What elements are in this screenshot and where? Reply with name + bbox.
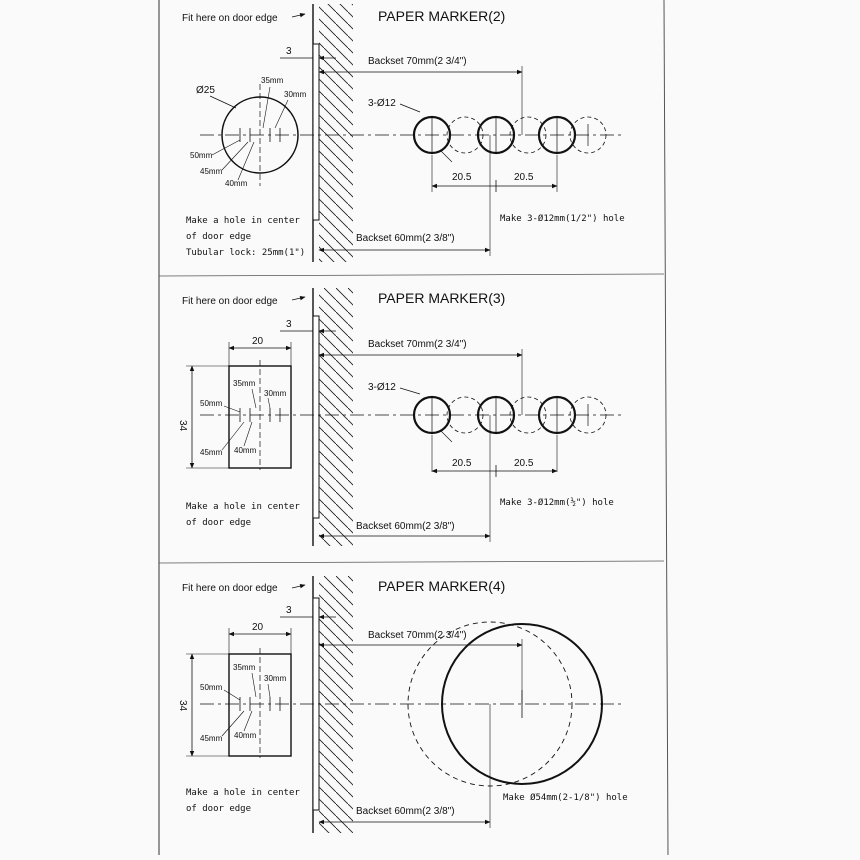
- bore-hole-solid-circle: [441, 623, 603, 785]
- holes-label: 3-Ø12: [368, 98, 396, 109]
- door-hatch: [319, 4, 353, 262]
- dist-45-label: 45mm: [200, 167, 223, 176]
- holes-label: 3-Ø12: [368, 382, 396, 393]
- backset-70-label: Backset 70mm(2 3/4"): [368, 56, 467, 67]
- door-edge-plate: [312, 43, 320, 221]
- note-line-2: of door edge: [186, 518, 251, 528]
- hole-diameter-label: Ø25: [196, 85, 215, 96]
- bore-hole-dashed-circle: [407, 621, 573, 787]
- hole-dashed: [569, 116, 607, 154]
- fold-line-1: [158, 273, 665, 277]
- hole-solid: [476, 395, 516, 435]
- dist-40-label: 40mm: [234, 731, 257, 740]
- hole-instruction: Make 3-Ø12mm(1/2") hole: [500, 213, 625, 224]
- fit-here-label: Fit here on door edge: [182, 583, 278, 594]
- hole-solid: [476, 115, 516, 155]
- hole-dashed: [509, 116, 547, 154]
- rect-width-label: 20: [252, 622, 264, 633]
- fit-here-label: Fit here on door edge: [182, 296, 278, 307]
- rect-height-label: 34: [177, 700, 188, 712]
- hole-dashed: [446, 396, 484, 434]
- edge-offset-label: 3: [286, 46, 292, 57]
- hole-solid: [537, 395, 577, 435]
- door-hatch: [319, 576, 353, 833]
- hole-dashed: [509, 396, 547, 434]
- dist-50-label: 50mm: [200, 683, 223, 692]
- dist-50-label: 50mm: [200, 399, 223, 408]
- door-edge-plate: [312, 315, 320, 519]
- dist-50-label: 50mm: [190, 151, 213, 160]
- paper-marker-2: PAPER MARKER(2) Fit here on door edge 3 …: [182, 4, 625, 262]
- rect-height-label: 34: [177, 420, 188, 432]
- spacing-b-label: 20.5: [514, 172, 534, 183]
- backset-60-label: Backset 60mm(2 3/8"): [356, 521, 455, 532]
- dist-45-label: 45mm: [200, 734, 223, 743]
- backset-60-label: Backset 60mm(2 3/8"): [356, 806, 455, 817]
- dist-30-label: 30mm: [284, 90, 307, 99]
- dist-35-label: 35mm: [233, 379, 256, 388]
- note-line-2: of door edge: [186, 232, 251, 242]
- door-hatch: [319, 288, 353, 546]
- note-line-1: Make a hole in center: [186, 788, 300, 798]
- dist-40-label: 40mm: [225, 179, 248, 188]
- hole-solid: [412, 395, 452, 435]
- dist-35-label: 35mm: [261, 76, 284, 85]
- dist-30-label: 30mm: [264, 389, 287, 398]
- hole-dashed: [446, 116, 484, 154]
- note-line-1: Make a hole in center: [186, 502, 300, 512]
- dist-35-label: 35mm: [233, 663, 256, 672]
- paper-marker-4: PAPER MARKER(4) Fit here on door edge 3 …: [177, 576, 628, 833]
- dist-45-label: 45mm: [200, 448, 223, 457]
- backset-70-label: Backset 70mm(2 3/4"): [368, 339, 467, 350]
- hole-instruction: Make 3-Ø12mm(½") hole: [500, 497, 614, 508]
- marker-title: PAPER MARKER(4): [378, 578, 505, 594]
- note-line-1: Make a hole in center: [186, 216, 300, 226]
- rect-width-label: 20: [252, 336, 264, 347]
- fold-line-2: [158, 560, 665, 564]
- marker-title: PAPER MARKER(3): [378, 290, 505, 306]
- backset-60-label: Backset 60mm(2 3/8"): [356, 233, 455, 244]
- dist-40-label: 40mm: [234, 446, 257, 455]
- fit-here-label: Fit here on door edge: [182, 13, 278, 24]
- hole-dashed: [569, 396, 607, 434]
- paper-marker-3: PAPER MARKER(3) Fit here on door edge 3 …: [177, 288, 625, 546]
- hole-instruction: Make Ø54mm(2-1/8") hole: [503, 792, 628, 803]
- spacing-a-label: 20.5: [452, 458, 472, 469]
- dist-30-label: 30mm: [264, 674, 287, 683]
- backset-70-label: Backset 70mm(2 3/4"): [368, 630, 467, 641]
- sheet-edge-right: [663, 0, 669, 856]
- hole-solid: [412, 115, 452, 155]
- edge-offset-label: 3: [286, 319, 292, 330]
- hole-solid: [537, 115, 577, 155]
- spacing-b-label: 20.5: [514, 458, 534, 469]
- note-line-3: Tubular lock: 25mm(1"): [186, 248, 305, 258]
- marker-title: PAPER MARKER(2): [378, 8, 505, 24]
- edge-offset-label: 3: [286, 605, 292, 616]
- note-line-2: of door edge: [186, 804, 251, 814]
- spacing-a-label: 20.5: [452, 172, 472, 183]
